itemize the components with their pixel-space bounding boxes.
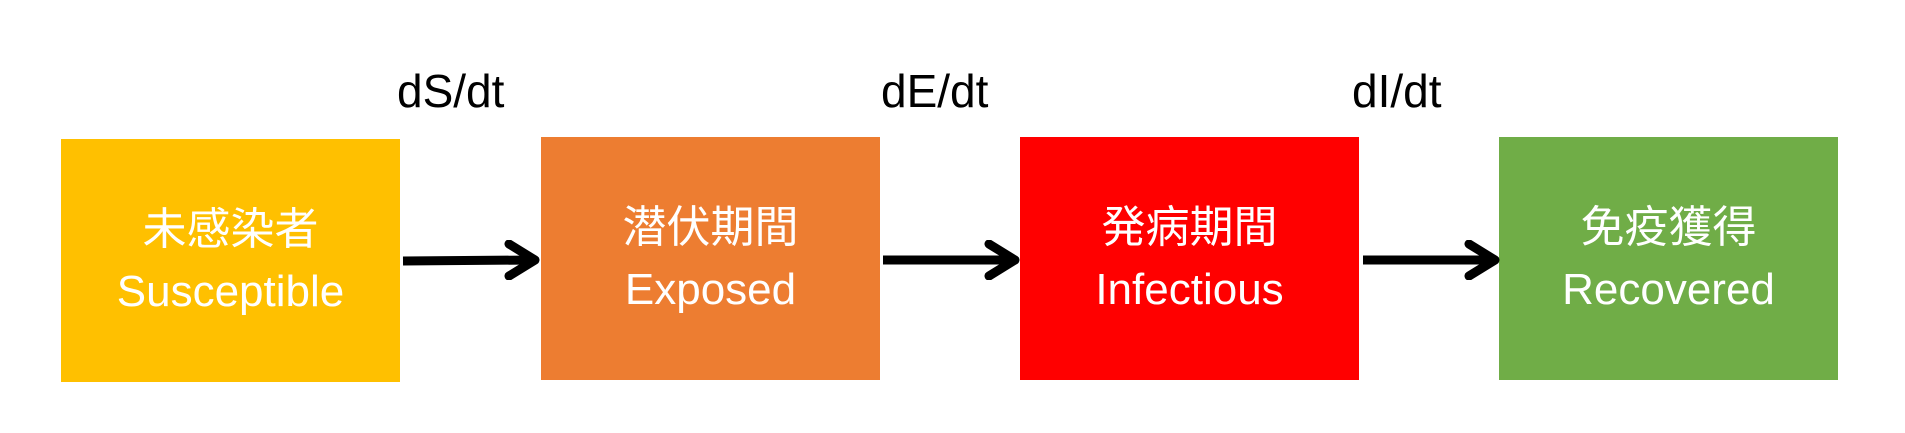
compartment-label-en: Infectious <box>1095 264 1284 314</box>
compartment-infectious: 発病期間 Infectious <box>1020 137 1359 380</box>
arrow-right-icon <box>883 240 1020 280</box>
rate-label-ds-dt: dS/dt <box>397 65 505 117</box>
compartment-recovered: 免疫獲得 Recovered <box>1499 137 1838 380</box>
compartment-label-jp: 潜伏期間 <box>622 201 799 253</box>
compartment-label-en: Susceptible <box>116 266 345 316</box>
compartment-label-jp: 免疫獲得 <box>1580 201 1757 253</box>
compartment-label-jp: 未感染者 <box>142 203 319 255</box>
compartment-exposed: 潜伏期間 Exposed <box>541 137 880 380</box>
compartment-label-jp: 発病期間 <box>1101 201 1278 253</box>
compartment-label-en: Recovered <box>1562 264 1775 314</box>
compartment-susceptible: 未感染者 Susceptible <box>61 139 400 382</box>
arrow-right-icon <box>1363 240 1500 280</box>
arrow-right-icon <box>402 240 540 280</box>
rate-label-de-dt: dE/dt <box>881 65 989 117</box>
compartment-label-en: Exposed <box>624 264 797 314</box>
rate-label-di-dt: dI/dt <box>1352 65 1442 117</box>
